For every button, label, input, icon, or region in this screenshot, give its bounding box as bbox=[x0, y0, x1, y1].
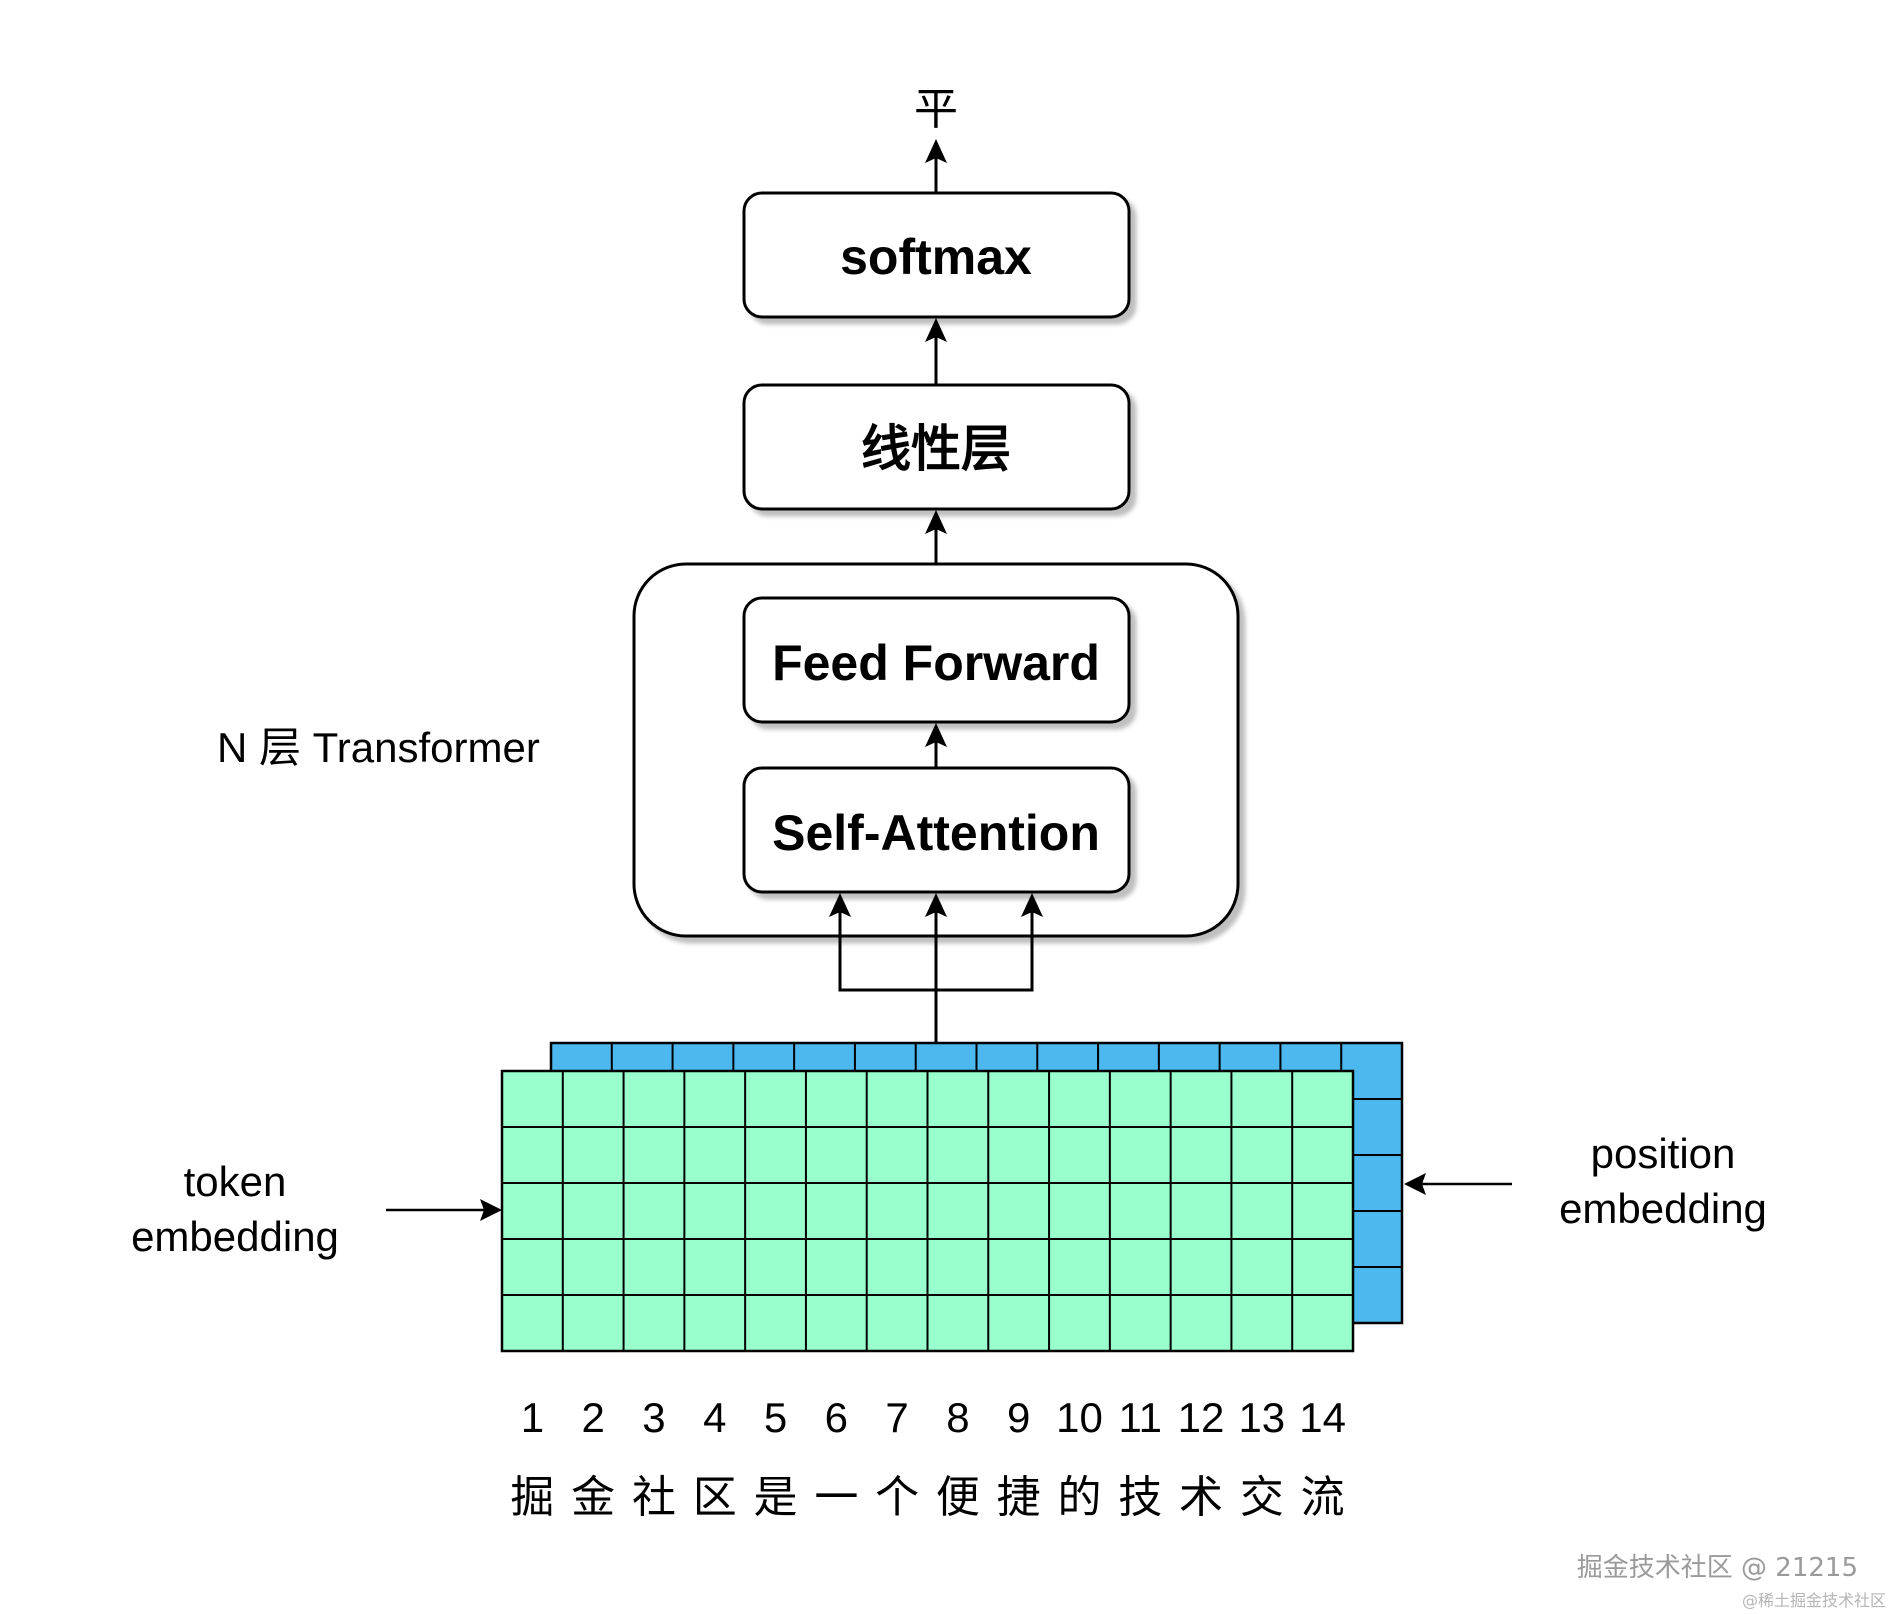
token-char-2: 金 bbox=[571, 1472, 615, 1523]
token-char-5: 是 bbox=[754, 1472, 798, 1523]
token-char-row: 掘金社区是一个便捷的技术交流 bbox=[510, 1472, 1344, 1523]
feed-forward-box: Feed Forward bbox=[742, 596, 1131, 724]
token-index-14: 14 bbox=[1299, 1394, 1346, 1441]
token-index-3: 3 bbox=[642, 1394, 665, 1441]
arrow-position-embedding bbox=[1404, 1173, 1512, 1195]
token-char-13: 交 bbox=[1240, 1472, 1284, 1523]
token-char-12: 术 bbox=[1179, 1472, 1223, 1523]
token-embedding-label-line2: embedding bbox=[131, 1213, 339, 1260]
output-token: 平 bbox=[914, 84, 958, 135]
token-index-11: 11 bbox=[1118, 1394, 1162, 1441]
token-char-10: 的 bbox=[1057, 1472, 1101, 1523]
token-char-6: 一 bbox=[814, 1472, 858, 1523]
token-index-2: 2 bbox=[581, 1394, 604, 1441]
linear-layer-label: 线性层 bbox=[861, 421, 1011, 477]
softmax-box: softmax bbox=[742, 191, 1131, 319]
token-index-1: 1 bbox=[521, 1394, 544, 1441]
watermark-small: @稀土掘金技术社区 bbox=[1742, 1591, 1886, 1610]
token-embedding-label-line1: token bbox=[184, 1158, 287, 1205]
token-index-7: 7 bbox=[885, 1394, 908, 1441]
token-char-3: 社 bbox=[632, 1472, 676, 1523]
self-attention-box: Self-Attention bbox=[742, 766, 1131, 894]
qkv-arrows bbox=[829, 893, 1043, 1043]
transformer-label: N 层 Transformer bbox=[217, 724, 540, 771]
token-char-4: 区 bbox=[693, 1472, 737, 1523]
token-index-5: 5 bbox=[764, 1394, 787, 1441]
arrow-linear-to-softmax bbox=[925, 318, 947, 385]
linear-layer-box: 线性层 bbox=[742, 383, 1131, 511]
token-index-12: 12 bbox=[1178, 1394, 1225, 1441]
token-index-10: 10 bbox=[1056, 1394, 1103, 1441]
token-index-4: 4 bbox=[703, 1394, 726, 1441]
softmax-label: softmax bbox=[840, 229, 1032, 285]
position-embedding-label-line2: embedding bbox=[1559, 1185, 1767, 1232]
token-embedding-grid bbox=[500, 1069, 1355, 1353]
token-index-6: 6 bbox=[825, 1394, 848, 1441]
arrow-attention-to-feedforward bbox=[925, 723, 947, 768]
token-char-7: 个 bbox=[875, 1472, 919, 1523]
position-embedding-label-line1: position bbox=[1591, 1130, 1736, 1177]
self-attention-label: Self-Attention bbox=[772, 805, 1100, 861]
token-char-1: 掘 bbox=[510, 1472, 554, 1523]
token-char-14: 流 bbox=[1301, 1472, 1345, 1523]
arrow-token-embedding bbox=[386, 1199, 502, 1221]
token-char-8: 便 bbox=[936, 1472, 980, 1523]
watermark: 掘金技术社区 @ 21215 bbox=[1577, 1553, 1858, 1583]
token-char-11: 技 bbox=[1118, 1472, 1162, 1523]
token-index-8: 8 bbox=[946, 1394, 969, 1441]
arrow-softmax-to-output bbox=[925, 139, 947, 193]
feed-forward-label: Feed Forward bbox=[772, 635, 1100, 691]
token-index-9: 9 bbox=[1007, 1394, 1030, 1441]
token-char-9: 捷 bbox=[997, 1472, 1041, 1523]
token-index-13: 13 bbox=[1238, 1394, 1285, 1441]
